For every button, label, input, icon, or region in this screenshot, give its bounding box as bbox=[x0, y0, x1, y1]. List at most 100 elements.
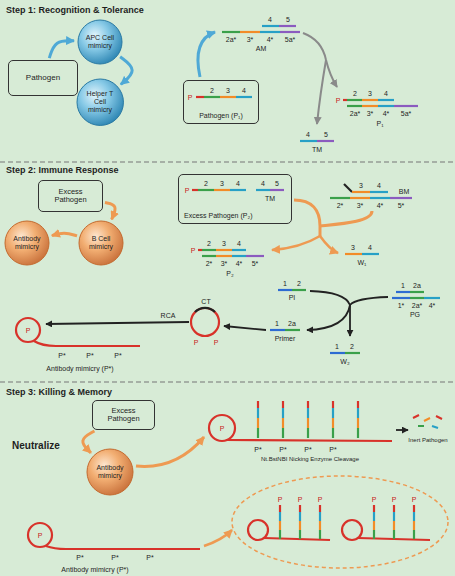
strand-label: P* bbox=[279, 446, 286, 453]
strand-segment bbox=[230, 189, 246, 191]
strand-label: P bbox=[336, 97, 341, 104]
strand-segment bbox=[345, 352, 360, 354]
strand-label: 3 bbox=[359, 182, 363, 189]
strand-segment bbox=[279, 512, 281, 521]
strand-label: P bbox=[194, 339, 199, 346]
strand-segment bbox=[373, 512, 375, 521]
strand-segment bbox=[192, 189, 198, 191]
strand-segment bbox=[220, 96, 236, 98]
strand-label: P₂ bbox=[226, 270, 233, 277]
strand-label: P* bbox=[254, 446, 261, 453]
strand-segment bbox=[236, 96, 252, 98]
strand-segment bbox=[216, 249, 232, 251]
strand-segment bbox=[410, 291, 424, 293]
pathogen-strand bbox=[196, 97, 252, 98]
strand-segment bbox=[394, 105, 418, 107]
strand-segment bbox=[319, 521, 321, 530]
strand-label: 1 bbox=[283, 280, 287, 287]
section-divider bbox=[0, 381, 455, 382]
strand-label: W₁ bbox=[358, 259, 367, 266]
fragment bbox=[418, 425, 424, 427]
bm-complex bbox=[330, 184, 412, 198]
strand-segment bbox=[270, 329, 285, 331]
strand-segment bbox=[330, 352, 345, 354]
strand-segment bbox=[256, 189, 270, 191]
strand-segment bbox=[373, 530, 375, 539]
strand-label: 3* bbox=[247, 36, 254, 43]
strand-label: P* bbox=[76, 554, 83, 561]
strand-label: P₁ bbox=[376, 120, 383, 127]
strand-segment bbox=[299, 512, 301, 521]
strand-segment bbox=[345, 253, 362, 255]
tm-strand bbox=[300, 141, 334, 142]
strand-segment bbox=[246, 255, 264, 257]
strand-label: P bbox=[392, 496, 397, 503]
strand-segment bbox=[330, 197, 350, 199]
strand-label: 4* bbox=[377, 202, 384, 209]
strand-segment bbox=[222, 31, 240, 33]
strand-segment bbox=[378, 99, 394, 101]
strand-label: 3* bbox=[357, 202, 364, 209]
strand-label: PG bbox=[410, 311, 420, 318]
strand-label: P bbox=[318, 496, 323, 503]
strand-segment bbox=[370, 191, 388, 193]
strand-label: 4* bbox=[383, 110, 390, 117]
pathogen-fragments bbox=[413, 415, 442, 428]
strand-label: 2a bbox=[288, 320, 296, 327]
strand-label: P* bbox=[86, 352, 93, 359]
strand-segment bbox=[299, 530, 301, 539]
circular-template bbox=[16, 318, 40, 342]
process-box: Pathogen (P₁) bbox=[183, 80, 259, 124]
strand-segment bbox=[373, 521, 375, 530]
memory-region bbox=[232, 476, 448, 568]
pi-strand bbox=[278, 290, 306, 291]
strand-segment bbox=[413, 505, 415, 512]
strand-label: 2* bbox=[206, 260, 213, 267]
strand-segment bbox=[257, 428, 259, 438]
strand-segment bbox=[396, 291, 410, 293]
process-label: Neutralize bbox=[12, 441, 60, 451]
strand-segment bbox=[413, 521, 415, 530]
strand-segment bbox=[352, 191, 370, 193]
cell-outline bbox=[87, 449, 133, 495]
node-text: APC Cell mimicry bbox=[82, 34, 118, 49]
process-box: Pathogen bbox=[8, 60, 78, 96]
strand-segment bbox=[393, 530, 395, 539]
reaction-arrow bbox=[320, 211, 372, 226]
strand-label: 4 bbox=[261, 180, 265, 187]
strand-label: P* bbox=[146, 554, 153, 561]
strand-segment bbox=[373, 505, 375, 512]
strand-label: Nt.BstNBI Nicking Enzyme Cleavage bbox=[261, 456, 359, 462]
strand-segment bbox=[307, 428, 309, 438]
strand-label: PI bbox=[289, 294, 296, 301]
strand-label: Inert Pathogen bbox=[408, 437, 447, 443]
rca-product-strand bbox=[46, 546, 200, 549]
strand-segment bbox=[204, 96, 220, 98]
template-segment bbox=[195, 308, 215, 312]
strand-segment bbox=[332, 401, 334, 408]
strand-label: 2* bbox=[337, 202, 344, 209]
strand-label: 4 bbox=[384, 90, 388, 97]
cell-outline bbox=[5, 221, 49, 265]
strand-segment bbox=[362, 253, 379, 255]
strand-label: 1* bbox=[398, 302, 405, 309]
strand-label: 2 bbox=[297, 280, 301, 287]
node-text: B Cell mimicry bbox=[83, 235, 119, 250]
strand-segment bbox=[307, 408, 309, 418]
strand-segment bbox=[393, 521, 395, 530]
strand-segment bbox=[343, 99, 347, 101]
flow-arrow bbox=[120, 57, 132, 85]
strand-segment bbox=[232, 249, 246, 251]
strand-segment bbox=[332, 418, 334, 428]
strand-segment bbox=[282, 418, 284, 428]
strand-label: 2 bbox=[210, 87, 214, 94]
cell-outline bbox=[79, 221, 123, 265]
strand-segment bbox=[198, 189, 214, 191]
flow-arrow bbox=[52, 233, 77, 236]
strand-segment bbox=[216, 255, 232, 257]
strand-label: 4* bbox=[429, 302, 436, 309]
strand-label: Antibody mimicry (P*) bbox=[46, 365, 113, 372]
strand-segment bbox=[347, 99, 362, 101]
strand-segment bbox=[332, 408, 334, 418]
